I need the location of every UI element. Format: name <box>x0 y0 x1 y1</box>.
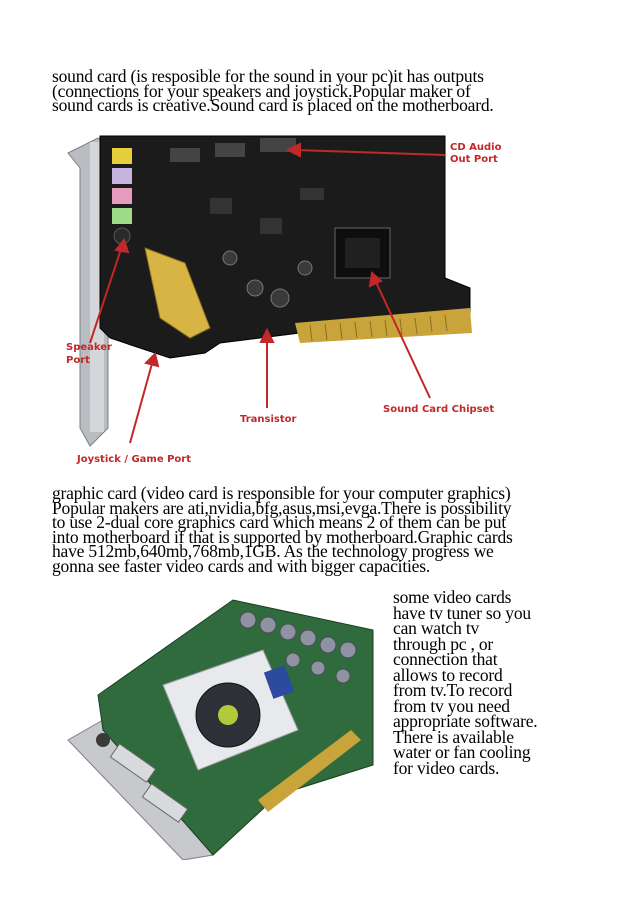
joystick-port-label: Joystick / Game Port <box>76 454 191 465</box>
sound-card-paragraph: sound card (is resposible for the sound … <box>52 66 588 115</box>
text-line: allows to record <box>393 664 503 685</box>
text-line: to use 2-dual core graphics card which m… <box>52 512 506 532</box>
text-line: for video cards. <box>393 757 500 778</box>
cd-audio-label-line2: Out Port <box>450 154 498 165</box>
graphic-card-paragraph: graphic card (video card is responsible … <box>52 483 588 576</box>
text-line: gonna see faster video cards and with bi… <box>52 555 431 576</box>
text-line: There is available <box>393 726 514 747</box>
text-line: from tv you need <box>393 695 510 716</box>
tv-tuner-paragraph: some video cards have tv tuner so you ca… <box>393 587 633 778</box>
text-line: have tv tuner so you <box>393 602 531 623</box>
text-line: have 512mb,640mb,768mb,1GB. As the techn… <box>52 541 494 561</box>
text-line: connection that <box>393 649 498 669</box>
text-line: sound cards is creative.Sound card is pl… <box>52 95 494 115</box>
text-line: some video cards <box>393 587 512 607</box>
text-line: from tv.To record <box>393 680 513 700</box>
text-line: (connections for your speakers and joyst… <box>52 80 471 101</box>
speaker-port-label-line2: Port <box>66 355 90 366</box>
transistor-label: Transistor <box>240 414 297 425</box>
text-line: can watch tv <box>393 618 480 638</box>
text-line: graphic card (video card is responsible … <box>52 483 511 503</box>
text-line: into motherboard if that is supported by… <box>52 526 513 547</box>
text-line: through pc , or <box>393 633 494 654</box>
text-line: appropriate software. <box>393 711 538 731</box>
video-card-image <box>67 599 374 860</box>
text-line: sound card (is resposible for the sound … <box>52 66 484 86</box>
sound-card-image: CD Audio Out Port Speaker Port Transisto… <box>66 135 502 465</box>
cd-audio-label: CD Audio <box>450 142 502 153</box>
text-line: Popular makers are ati,nvidia,bfg,asus,m… <box>52 497 512 518</box>
chipset-label: Sound Card Chipset <box>383 404 494 415</box>
speaker-port-label: Speaker <box>66 342 112 353</box>
text-line: water or fan cooling <box>393 742 531 762</box>
